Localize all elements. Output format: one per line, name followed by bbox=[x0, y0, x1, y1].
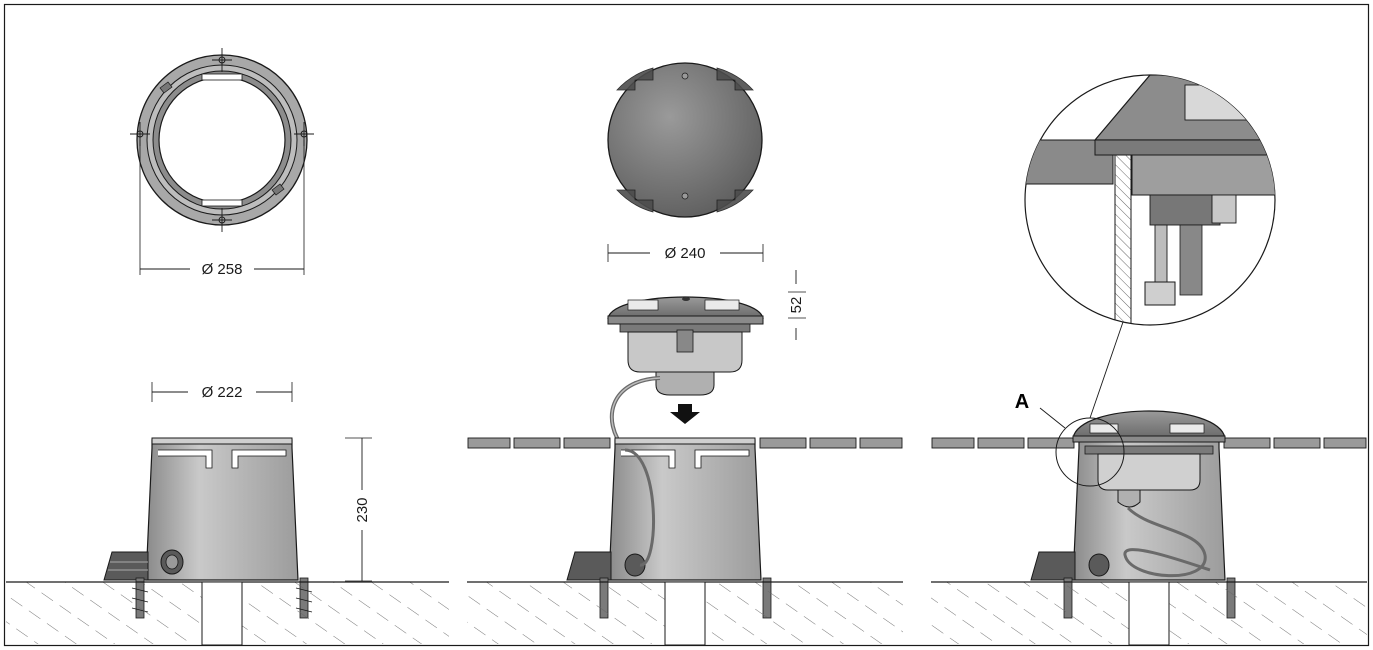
dimension-fixture-diameter: Ø 240 bbox=[607, 244, 764, 262]
insert-arrow-icon bbox=[670, 404, 700, 424]
dimension-fixture-height: 52 bbox=[788, 270, 806, 340]
dimension-ring-diameter: Ø 258 bbox=[139, 140, 305, 278]
detail-marker-circle bbox=[1055, 417, 1125, 487]
ring-top-view bbox=[130, 48, 314, 232]
ring-diameter-label: Ø 258 bbox=[202, 261, 243, 278]
dimension-housing-height: 230 bbox=[345, 437, 372, 582]
detail-leader-line bbox=[1089, 321, 1124, 419]
panel-housing: Ø 258 Ø 222 bbox=[6, 48, 449, 646]
fixture-height-label: 52 bbox=[788, 297, 805, 314]
housing-height-label: 230 bbox=[354, 497, 371, 522]
paving-stones-3 bbox=[931, 437, 1367, 449]
fixture-diameter-label: Ø 240 bbox=[665, 245, 706, 262]
panel-fixture-insertion: Ø 240 52 bbox=[467, 62, 903, 646]
dimension-housing-diameter: Ø 222 bbox=[151, 382, 293, 402]
ground-section bbox=[6, 581, 449, 646]
detail-magnified-view bbox=[1024, 74, 1276, 326]
housing-installed bbox=[566, 437, 772, 619]
paving-stones bbox=[467, 437, 903, 449]
fixture-top-view bbox=[607, 62, 763, 218]
ground-section-3 bbox=[931, 581, 1367, 646]
detail-label-a: A bbox=[1015, 391, 1029, 413]
housing-diameter-label: Ø 222 bbox=[202, 384, 243, 401]
ground-section-2 bbox=[467, 581, 903, 646]
panel-installed-detail: A bbox=[931, 74, 1367, 646]
